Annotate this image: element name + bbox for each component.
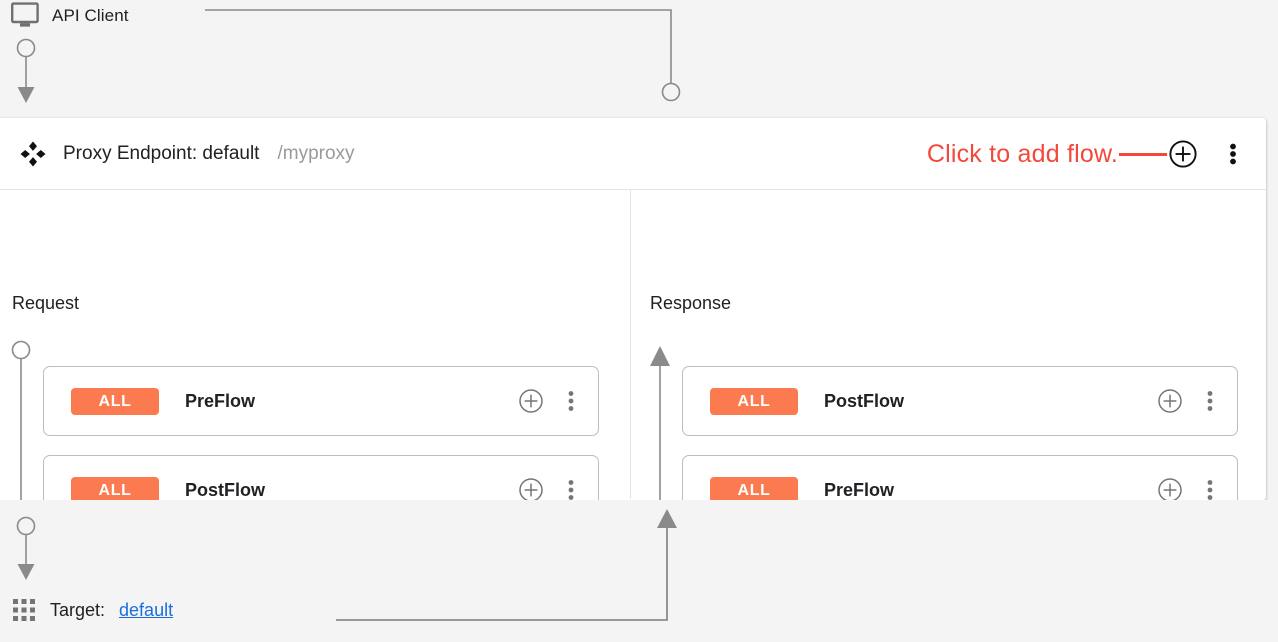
proxy-to-target-arrow xyxy=(16,516,36,580)
flow-name-label: PreFlow xyxy=(824,479,895,500)
move-icon[interactable] xyxy=(20,141,46,167)
flow-name-label: PostFlow xyxy=(185,479,265,500)
add-policy-plus-circle-icon[interactable] xyxy=(1157,388,1183,414)
response-column-title: Response xyxy=(650,293,732,313)
annotation-pointer-line xyxy=(1119,152,1167,156)
add-policy-plus-circle-icon[interactable] xyxy=(518,388,544,414)
flow-columns: Request ALL PreFlow xyxy=(0,190,1266,546)
response-column: Response ALL PostFlow xyxy=(631,190,1266,546)
flow-more-vert-icon[interactable] xyxy=(1199,477,1221,503)
api-client-label: API Client xyxy=(52,5,129,25)
api-client-node: API Client xyxy=(10,2,129,29)
flow-more-vert-icon[interactable] xyxy=(1199,388,1221,414)
apps-grid-icon xyxy=(13,599,35,621)
flow-condition-badge: ALL xyxy=(710,476,798,504)
flow-card[interactable]: ALL PostFlow xyxy=(682,366,1238,436)
request-column-title: Request xyxy=(12,293,80,313)
target-label: Target: xyxy=(50,599,106,620)
flow-card-actions xyxy=(1157,367,1221,435)
request-column: Request ALL PreFlow xyxy=(0,190,631,536)
target-endpoint-link[interactable]: default xyxy=(119,599,174,620)
target-band: Target: default xyxy=(0,500,1278,642)
api-client-band: API Client xyxy=(0,0,1278,118)
proxy-endpoint-panel: Proxy Endpoint: default /myproxy Click t… xyxy=(0,118,1266,546)
proxy-endpoint-header: Proxy Endpoint: default /myproxy Click t… xyxy=(0,118,1266,190)
flow-name-label: PostFlow xyxy=(824,390,904,411)
client-to-proxy-connector xyxy=(205,9,681,102)
client-request-arrow xyxy=(16,38,36,103)
proxy-endpoint-title: Proxy Endpoint: default xyxy=(63,142,260,164)
proxy-endpoint-header-actions: Click to add flow. xyxy=(927,118,1246,190)
add-flow-annotation: Click to add flow. xyxy=(926,139,1118,168)
proxy-endpoint-basepath: /myproxy xyxy=(277,142,355,164)
flow-card-actions xyxy=(518,367,582,435)
flow-condition-badge: ALL xyxy=(71,387,159,415)
proxy-endpoint-more-vert-icon[interactable] xyxy=(1220,139,1246,169)
flow-name-label: PreFlow xyxy=(185,390,256,411)
flow-more-vert-icon[interactable] xyxy=(560,477,582,503)
flow-card[interactable]: ALL PreFlow xyxy=(43,366,599,436)
target-node: Target: default xyxy=(12,598,173,622)
monitor-icon xyxy=(11,2,39,27)
flow-condition-badge: ALL xyxy=(710,387,798,415)
flow-more-vert-icon[interactable] xyxy=(560,388,582,414)
flow-condition-badge: ALL xyxy=(71,476,159,504)
add-flow-plus-circle-icon[interactable] xyxy=(1168,139,1198,169)
target-to-proxy-connector xyxy=(336,509,677,621)
